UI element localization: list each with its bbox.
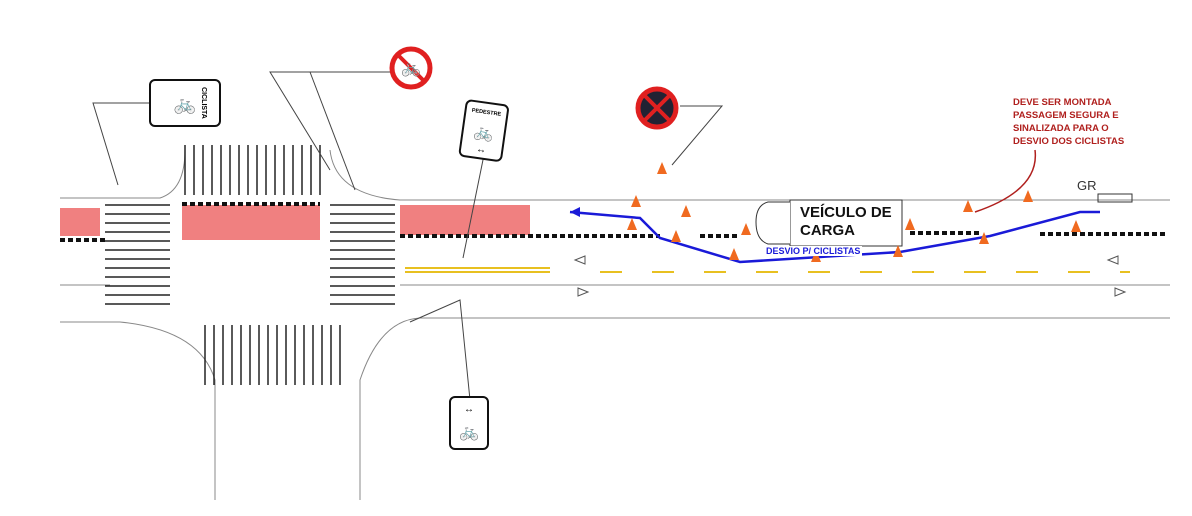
traffic-cone <box>905 218 915 230</box>
lane-arrows <box>573 255 1127 297</box>
svg-text:🚲: 🚲 <box>473 123 495 143</box>
detour-path <box>569 210 1100 264</box>
traffic-cones <box>627 162 1081 262</box>
detour-label: DESVIO P/ CICLISTAS <box>764 246 863 256</box>
gr-label: GR <box>1077 178 1097 193</box>
lane-separator <box>60 202 1165 242</box>
cargo-truck <box>755 199 903 247</box>
safety-annotation: DEVE SER MONTADA PASSAGEM SEGURA E SINAL… <box>1013 97 1125 147</box>
svg-text:🚲: 🚲 <box>174 94 196 114</box>
svg-text:↔: ↔ <box>464 404 474 415</box>
traffic-cone <box>627 218 637 230</box>
traffic-cone <box>741 223 751 235</box>
crosswalks <box>105 145 395 385</box>
yellow-lines <box>405 267 1130 273</box>
bike-lane-crossing <box>182 205 320 240</box>
detour-arrow-icon <box>570 207 580 217</box>
sign-leaders <box>92 71 724 401</box>
traffic-cone <box>963 200 973 212</box>
no-stopping-sign <box>635 86 679 130</box>
traffic-cone <box>671 230 681 242</box>
traffic-cone <box>657 162 667 174</box>
bicycle-icon: 🚲 <box>401 60 421 77</box>
gr-box <box>1097 193 1133 203</box>
cyclist-sign-2: PEDESTRE 🚲 ↔ <box>458 99 509 162</box>
traffic-cone <box>729 248 739 260</box>
bike-lane-left <box>60 208 100 236</box>
traffic-cone <box>811 250 821 262</box>
cyclist-sign-1: CICLISTA 🚲 <box>149 79 221 127</box>
bike-lane-right <box>400 205 530 235</box>
svg-text:CICLISTA: CICLISTA <box>200 87 207 119</box>
traffic-cone <box>979 232 989 244</box>
svg-text:PEDESTRE: PEDESTRE <box>471 108 502 118</box>
svg-text:↔: ↔ <box>475 144 486 156</box>
traffic-cone <box>631 195 641 207</box>
cyclist-sign-3: ↔ 🚲 <box>449 396 489 450</box>
annotation-arrow <box>974 149 1037 213</box>
truck-label: VEÍCULO DE CARGA <box>800 204 892 239</box>
traffic-cone <box>1071 220 1081 232</box>
traffic-cone <box>681 205 691 217</box>
svg-text:🚲: 🚲 <box>459 424 479 441</box>
traffic-cone <box>1023 190 1033 202</box>
traffic-cone <box>893 245 903 257</box>
no-bicycle-sign: 🚲 <box>389 46 433 90</box>
